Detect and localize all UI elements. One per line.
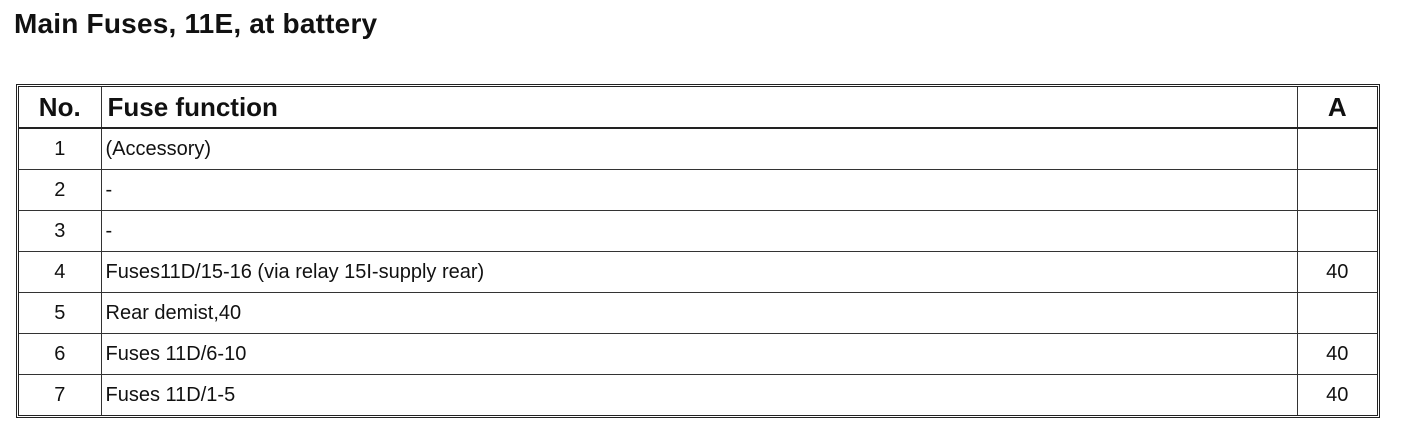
fuse-amps: 40 xyxy=(1296,333,1377,375)
fuse-function: Rear demist,40 xyxy=(100,292,1298,334)
table-header-row: No. Fuse function A xyxy=(19,87,1377,129)
fuse-amps: 40 xyxy=(1296,374,1377,415)
fuse-amps xyxy=(1296,292,1377,334)
fuse-amps: 40 xyxy=(1296,251,1377,293)
fuse-function: - xyxy=(100,169,1298,211)
table-row: 5 Rear demist,40 xyxy=(19,292,1377,334)
table-row: 7 Fuses 11D/1-5 40 xyxy=(19,374,1377,415)
fuse-function: Fuses 11D/1-5 xyxy=(100,374,1298,415)
table-row: 2 - xyxy=(19,169,1377,211)
fuse-number: 4 xyxy=(19,251,102,293)
column-header-function: Fuse function xyxy=(100,87,1298,129)
column-header-no: No. xyxy=(19,87,102,129)
page-title: Main Fuses, 11E, at battery xyxy=(14,8,378,39)
fuse-number: 1 xyxy=(19,127,102,170)
table-row: 3 - xyxy=(19,210,1377,252)
table-row: 6 Fuses 11D/6-10 40 xyxy=(19,333,1377,375)
fuse-table: No. Fuse function A 1 (Accessory) 2 - 3 … xyxy=(19,87,1377,415)
fuse-function: (Accessory) xyxy=(100,127,1298,170)
table-row: 1 (Accessory) xyxy=(19,127,1377,170)
table-row: 4 Fuses11D/15-16 (via relay 15I-supply r… xyxy=(19,251,1377,293)
fuse-function: Fuses11D/15-16 (via relay 15I-supply rea… xyxy=(100,251,1298,293)
fuse-number: 2 xyxy=(19,169,102,211)
fuse-amps xyxy=(1296,210,1377,252)
fuse-table-frame: No. Fuse function A 1 (Accessory) 2 - 3 … xyxy=(16,84,1380,418)
column-header-amps: A xyxy=(1296,87,1377,129)
fuse-amps xyxy=(1296,169,1377,211)
fuse-number: 6 xyxy=(19,333,102,375)
fuse-amps xyxy=(1296,127,1377,170)
fuse-number: 3 xyxy=(19,210,102,252)
fuse-function: - xyxy=(100,210,1298,252)
fuse-function: Fuses 11D/6-10 xyxy=(100,333,1298,375)
fuse-number: 5 xyxy=(19,292,102,334)
fuse-number: 7 xyxy=(19,374,102,415)
